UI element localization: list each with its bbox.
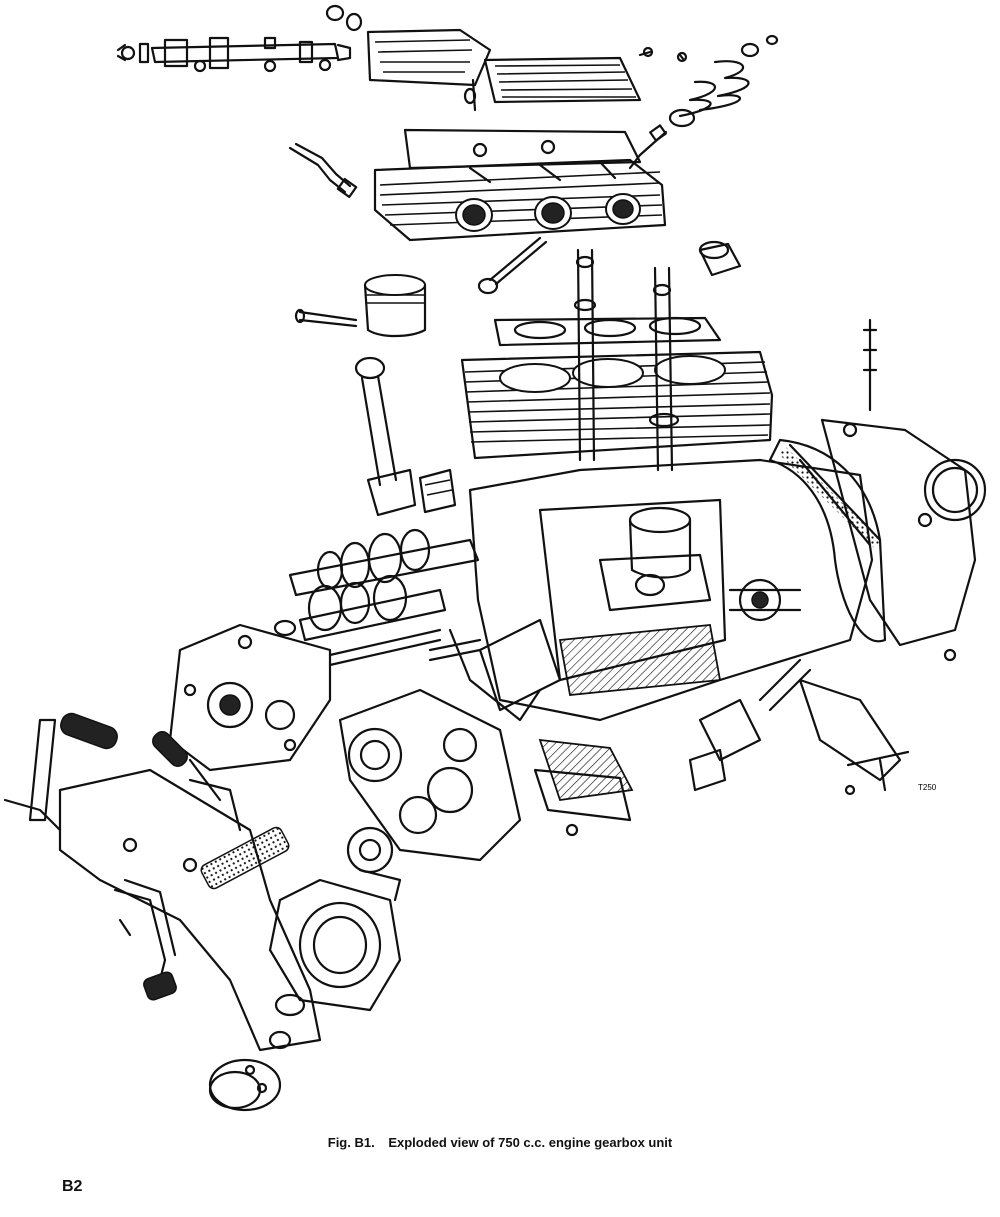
pushrod-tubes <box>573 248 680 472</box>
figure-caption: Fig. B1. Exploded view of 750 c.c. engin… <box>0 1135 1000 1150</box>
cover-plate <box>208 1058 282 1112</box>
rocker-box <box>325 4 688 112</box>
cylinder-gasket <box>493 316 722 347</box>
rocker-spindle <box>116 36 352 73</box>
cylinder-block <box>460 350 774 460</box>
spark-plug <box>288 142 358 199</box>
outer-gearbox-cover <box>58 768 322 1052</box>
gearchange-pedal <box>152 731 242 832</box>
figure-caption-text: Exploded view of 750 c.c. engine gearbox… <box>388 1135 673 1150</box>
valve-guide <box>698 240 742 277</box>
figure-number: Fig. B1. <box>327 1135 375 1150</box>
primary-chain <box>768 318 987 662</box>
crankshaft <box>428 618 562 722</box>
valve <box>477 236 548 295</box>
piston <box>294 274 427 338</box>
sump-plate <box>533 738 634 837</box>
timing-case <box>338 688 522 874</box>
exploded-engine-diagram: T250 <box>3 4 987 1112</box>
page-number: B2 <box>62 1178 83 1195</box>
connecting-rod <box>354 356 457 517</box>
footrest <box>3 712 118 832</box>
gearbox-gears <box>273 528 480 667</box>
gearbox-inner-cover <box>168 623 332 772</box>
cylinder-head <box>373 128 667 242</box>
crankcase <box>468 458 874 722</box>
contact-breaker <box>688 658 910 796</box>
valve-springs <box>628 34 779 170</box>
part-reference-label: T250 <box>918 783 937 792</box>
clutch <box>268 868 402 1050</box>
kickstart-lever <box>113 878 177 1001</box>
